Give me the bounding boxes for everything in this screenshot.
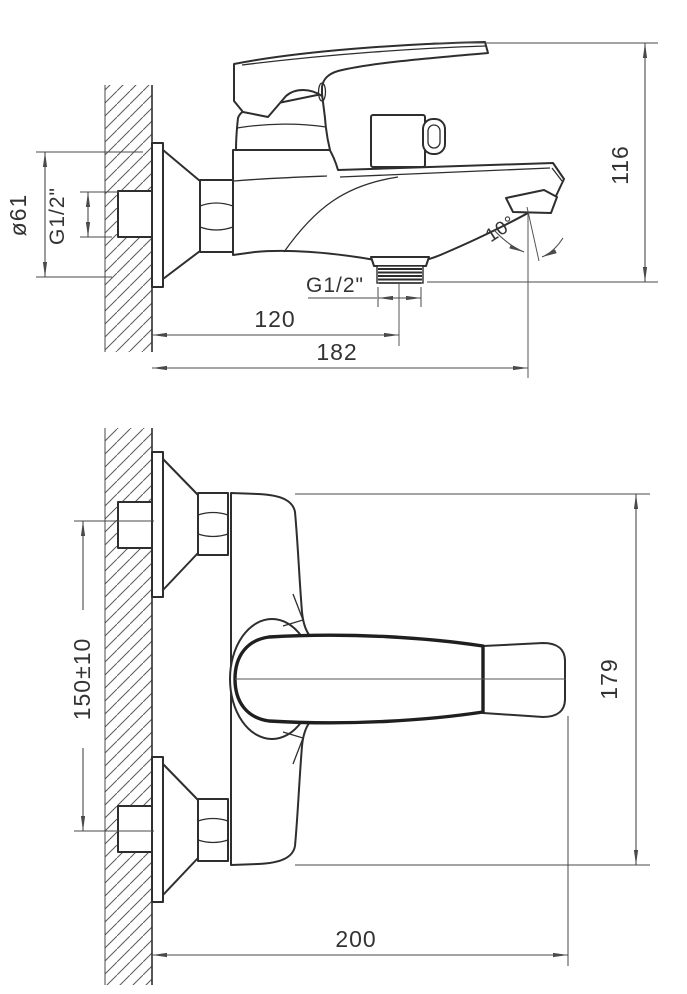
diverter-knob-side [370, 114, 446, 168]
handle-screw-cap [317, 82, 327, 102]
faucet-body-side [232, 146, 565, 261]
dim-label-outlet-thread: G1/2" [306, 274, 364, 297]
side-view: ø61 G1/2" 116 120 [5, 41, 658, 378]
dim-overall-height: 116 [427, 42, 658, 283]
dim-label-overall-height: 116 [607, 145, 633, 185]
dim-overall-depth: 200 [152, 716, 569, 966]
body-notch-upper [282, 593, 304, 627]
dim-label-inlet-spacing: 150±10 [69, 638, 95, 721]
shower-outlet-side [370, 256, 430, 284]
dimensions-front: 150±10 179 200 [69, 493, 650, 966]
handle-front [233, 633, 566, 725]
spout-tip-side [505, 189, 558, 214]
dim-label-outlet-offset: 120 [254, 306, 295, 332]
dim-label-flange-diameter: ø61 [5, 194, 31, 237]
dim-label-spout-reach: 182 [316, 339, 357, 365]
dim-outlet-thread: G1/2" [306, 274, 422, 307]
dim-spout-reach: 182 [152, 214, 529, 378]
front-view: 150±10 179 200 [69, 428, 650, 985]
inlet-lower-front [117, 756, 229, 903]
dim-label-overall-depth: 200 [335, 926, 376, 952]
dimensions-side: ø61 G1/2" 116 120 [5, 42, 658, 378]
dim-wall-thread: G1/2" [46, 187, 119, 245]
inlet-upper-front [117, 451, 229, 598]
hex-nut-side [199, 179, 234, 253]
dim-inlet-spacing: 150±10 [69, 520, 154, 832]
handle-lever-side [233, 41, 489, 118]
handle-tip-cap [482, 642, 566, 718]
dim-flange-diameter: ø61 [5, 151, 143, 278]
dim-label-body-height: 179 [596, 658, 622, 699]
dim-label-wall-thread: G1/2" [46, 187, 69, 245]
dim-outlet-offset: 120 [152, 284, 400, 346]
body-notch-lower [282, 731, 304, 765]
inlet-connector-side [117, 190, 153, 238]
escutcheon-side [151, 142, 201, 288]
dim-body-height: 179 [295, 493, 650, 866]
